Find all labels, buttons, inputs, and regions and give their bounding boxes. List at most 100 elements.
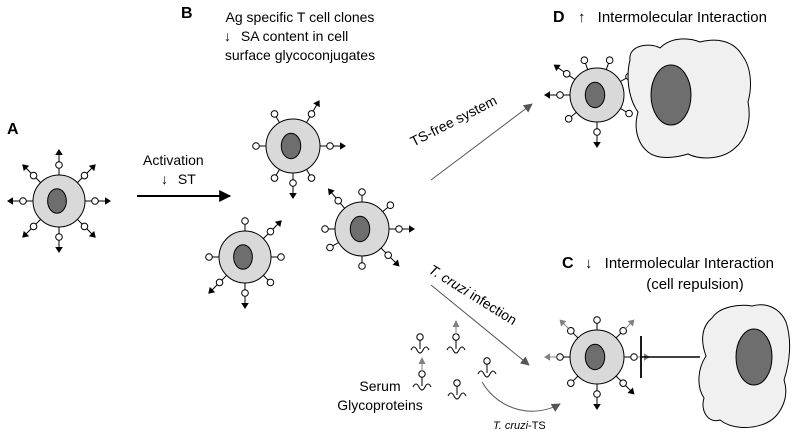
sialic-acid-marker-icon: [619, 327, 627, 335]
panel-label-d: D: [553, 9, 565, 26]
down-arrow-icon: ↓: [585, 255, 593, 272]
sialic-acid-marker-icon: [266, 278, 275, 287]
cell-d-icon: [544, 56, 633, 148]
arrow-head-icon: [627, 387, 635, 395]
sialic-acid-marker-icon: [386, 201, 395, 210]
cell-b2-icon: [205, 217, 285, 309]
serum-glycoprotein-icon: [477, 357, 497, 378]
t-cell-nucleus: [584, 81, 606, 109]
arrow-head-icon: [544, 353, 550, 361]
sialic-acid-marker-icon: [307, 110, 316, 118]
arrow-head-icon: [55, 149, 63, 155]
cell-a-icon: [7, 149, 111, 253]
sialic-acid-marker-icon: [418, 370, 426, 378]
arrow-head-icon: [340, 142, 346, 150]
sialic-acid-marker-icon: [580, 56, 589, 65]
serum-label-line1: Serum: [359, 378, 401, 394]
sialic-acid-marker-icon: [266, 227, 275, 236]
panel-label-c: C: [562, 255, 574, 272]
serum-glycoprotein-icon: [446, 320, 466, 354]
t-cell-nucleus: [584, 343, 606, 371]
cell-c-icon: [544, 316, 650, 410]
panel-label-b: B: [181, 5, 193, 22]
arrow-head-icon: [544, 91, 550, 99]
arrow-head-icon: [327, 188, 335, 196]
arrow-head-icon: [105, 197, 111, 205]
sialic-acid-marker-icon: [80, 222, 89, 231]
sialic-acid-marker-icon: [593, 128, 601, 136]
t-cell-nucleus: [280, 132, 302, 160]
panel-b-line1: Ag specific T cell clones: [225, 9, 375, 25]
sialic-acid-marker-icon: [564, 114, 573, 123]
ts-free-arrow: [430, 103, 533, 181]
infection-arrow: [430, 284, 530, 366]
serum-glycoprotein-icon: [412, 357, 432, 391]
sialic-acid-marker-icon: [358, 262, 366, 270]
down-arrow-icon: ↓: [224, 28, 231, 44]
target-cell-c-icon: [698, 304, 791, 428]
sialic-acid-marker-icon: [395, 225, 403, 233]
arrow-head-icon: [452, 320, 460, 327]
cell-b1-icon: [252, 100, 346, 199]
arrow-head-icon: [559, 319, 567, 327]
up-arrow-icon: ↑: [578, 9, 586, 26]
target-cell-d-icon: [627, 38, 751, 159]
sialic-acid-marker-icon: [619, 379, 627, 387]
target-cell-nucleus: [650, 64, 692, 126]
sialic-acid-marker-icon: [307, 174, 316, 182]
sialic-acid-marker-icon: [19, 197, 27, 205]
arrow-head-icon: [627, 319, 635, 327]
arrow-head-icon: [55, 247, 63, 253]
t-cell-nucleus: [349, 215, 371, 243]
panel-c-caption: ↓ Intermolecular Interaction: [585, 255, 774, 272]
sialic-acid-marker-icon: [241, 289, 249, 297]
sialic-acid-marker-icon: [453, 379, 461, 387]
arrow-head-icon: [553, 64, 561, 72]
sialic-acid-marker-icon: [630, 353, 638, 361]
sialic-acid-marker-icon: [334, 196, 343, 205]
sialic-acid-marker-icon: [593, 316, 601, 324]
sialic-acid-marker-icon: [270, 174, 279, 182]
sialic-acid-marker-icon: [80, 171, 89, 180]
sialic-acid-marker-icon: [567, 327, 575, 335]
arrow-head-icon: [418, 357, 426, 364]
target-cell-nucleus: [735, 328, 773, 386]
sialic-acid-marker-icon: [556, 353, 564, 361]
sialic-acid-marker-icon: [241, 217, 249, 225]
sialic-acid-marker-icon: [91, 197, 99, 205]
sialic-acid-marker-icon: [483, 357, 491, 365]
sialic-acid-marker-icon: [452, 333, 460, 341]
panel-c-subcaption: (cell repulsion): [646, 276, 744, 293]
sialic-acid-marker-icon: [593, 390, 601, 398]
serum-glycoprotein-icon: [410, 333, 430, 354]
t-cell-nucleus: [47, 188, 67, 214]
sialic-acid-marker-icon: [215, 278, 224, 287]
sialic-acid-marker-icon: [252, 142, 260, 150]
arrow-head-icon: [409, 225, 415, 233]
arrow-head-icon: [241, 303, 249, 309]
trans-sialidase-arrow: [481, 381, 561, 412]
sialic-acid-marker-icon: [567, 379, 575, 387]
panel-b-line3: surface glycoconjugates: [224, 47, 376, 63]
panel-d-caption: ↑ Intermolecular Interaction: [578, 9, 767, 26]
sialic-acid-marker-icon: [205, 253, 213, 261]
sialic-acid-marker-icon: [326, 243, 334, 252]
sialic-acid-marker-icon: [55, 233, 63, 241]
sialic-acid-marker-icon: [289, 179, 297, 187]
arrow-head-icon: [88, 230, 96, 238]
down-arrow-icon: ↓: [161, 171, 168, 187]
sialic-acid-marker-icon: [556, 91, 564, 99]
arrow-head-icon: [593, 142, 601, 148]
sialic-acid-marker-icon: [321, 225, 329, 233]
panel-label-a: A: [7, 121, 19, 138]
arrow-head-icon: [289, 193, 297, 199]
serum-label-line2: Glycoproteins: [337, 397, 423, 413]
activation-label: Activation: [143, 152, 204, 168]
cell-b3-icon: [321, 188, 415, 270]
serum-glycoprotein-icon: [447, 379, 467, 400]
sialic-acid-marker-icon: [605, 56, 614, 65]
sialic-acid-marker-icon: [55, 161, 63, 169]
sialic-acid-marker-icon: [416, 333, 424, 341]
